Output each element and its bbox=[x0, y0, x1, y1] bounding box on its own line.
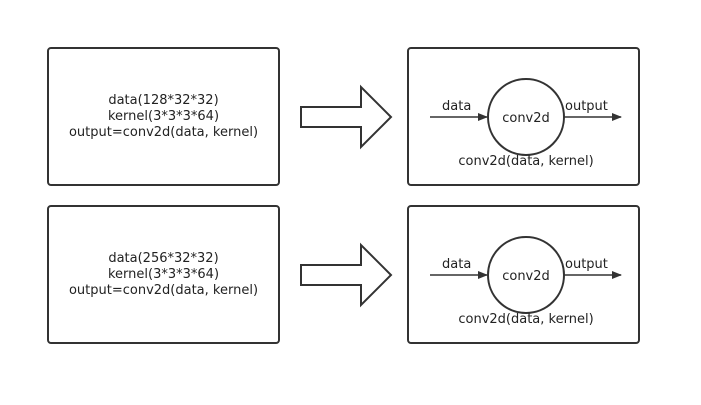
code-line-data: data(256*32*32) bbox=[108, 251, 219, 266]
code-box-1 bbox=[47, 47, 280, 186]
output-label-2: output bbox=[565, 257, 608, 272]
code-line-data: data(128*32*32) bbox=[108, 93, 219, 108]
node-label-1: conv2d bbox=[502, 111, 550, 126]
code-line-kernel: kernel(3*3*3*64) bbox=[107, 267, 220, 282]
transform-arrow-2 bbox=[300, 242, 393, 308]
code-line-output: output=conv2d(data, kernel) bbox=[68, 125, 259, 140]
caption-2: conv2d(data, kernel) bbox=[458, 312, 593, 327]
code-text-2: data(256*32*32) kernel(3*3*3*64) output=… bbox=[47, 251, 280, 299]
code-line-output: output=conv2d(data, kernel) bbox=[68, 283, 259, 298]
input-label-2: data bbox=[442, 257, 471, 272]
code-line-kernel: kernel(3*3*3*64) bbox=[107, 109, 220, 124]
code-box-2 bbox=[47, 205, 280, 344]
input-label-1: data bbox=[442, 99, 471, 114]
caption-1: conv2d(data, kernel) bbox=[458, 154, 593, 169]
transform-arrow-1 bbox=[300, 84, 393, 150]
output-label-1: output bbox=[565, 99, 608, 114]
code-text-1: data(128*32*32) kernel(3*3*3*64) output=… bbox=[47, 93, 280, 141]
node-label-2: conv2d bbox=[502, 269, 550, 284]
